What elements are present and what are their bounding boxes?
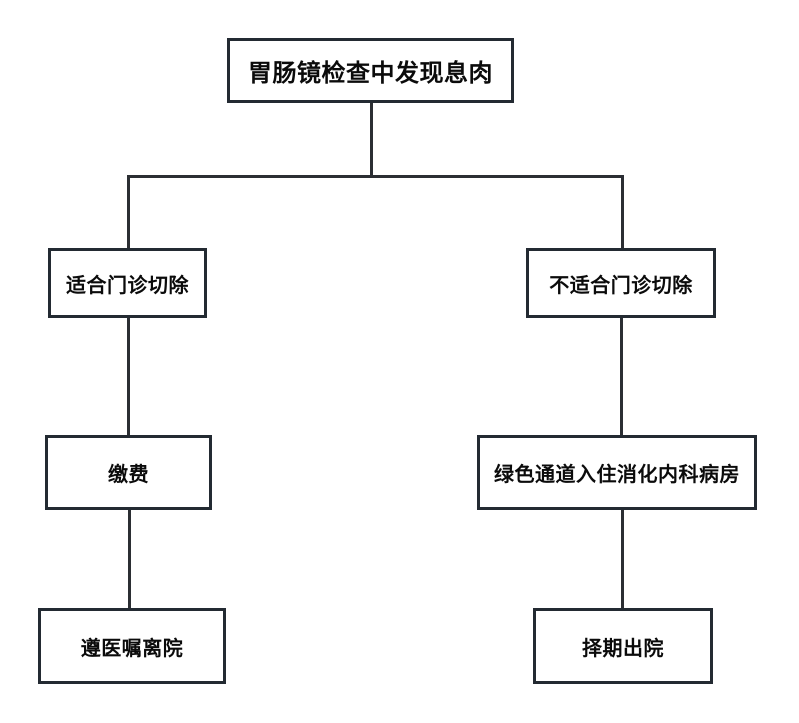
flow-node-leave-per-doctor-advice: 遵医嘱离院: [38, 608, 226, 684]
flow-node-outpatient-unsuitable: 不适合门诊切除: [526, 248, 716, 318]
connector-left2-left3: [128, 508, 131, 608]
connector-branch-horizontal: [127, 175, 624, 178]
flow-node-leave-per-doctor-advice-label: 遵医嘱离院: [80, 637, 184, 660]
connector-root-down: [370, 101, 373, 177]
flow-node-outpatient-unsuitable-label: 不适合门诊切除: [549, 274, 693, 297]
flow-node-root: 胃肠镜检查中发现息肉: [227, 38, 514, 103]
flow-node-payment-label: 缴费: [108, 464, 149, 486]
connector-branch-right-down: [621, 175, 624, 248]
flow-node-root-label: 胃肠镜检查中发现息肉: [248, 60, 493, 87]
flow-node-scheduled-discharge: 择期出院: [533, 608, 713, 684]
connector-right2-right3: [621, 508, 624, 608]
connector-right1-right2: [620, 316, 623, 435]
connector-left1-left2: [127, 316, 130, 435]
flow-node-green-channel-admission-label: 绿色通道入住消化内科病房: [494, 464, 740, 486]
flow-node-outpatient-suitable: 适合门诊切除: [48, 248, 207, 318]
connector-branch-left-down: [127, 175, 130, 248]
flow-node-payment: 缴费: [45, 435, 212, 510]
flow-node-scheduled-discharge-label: 择期出院: [582, 637, 664, 660]
flow-node-outpatient-suitable-label: 适合门诊切除: [66, 274, 189, 297]
flow-node-green-channel-admission: 绿色通道入住消化内科病房: [477, 435, 757, 510]
